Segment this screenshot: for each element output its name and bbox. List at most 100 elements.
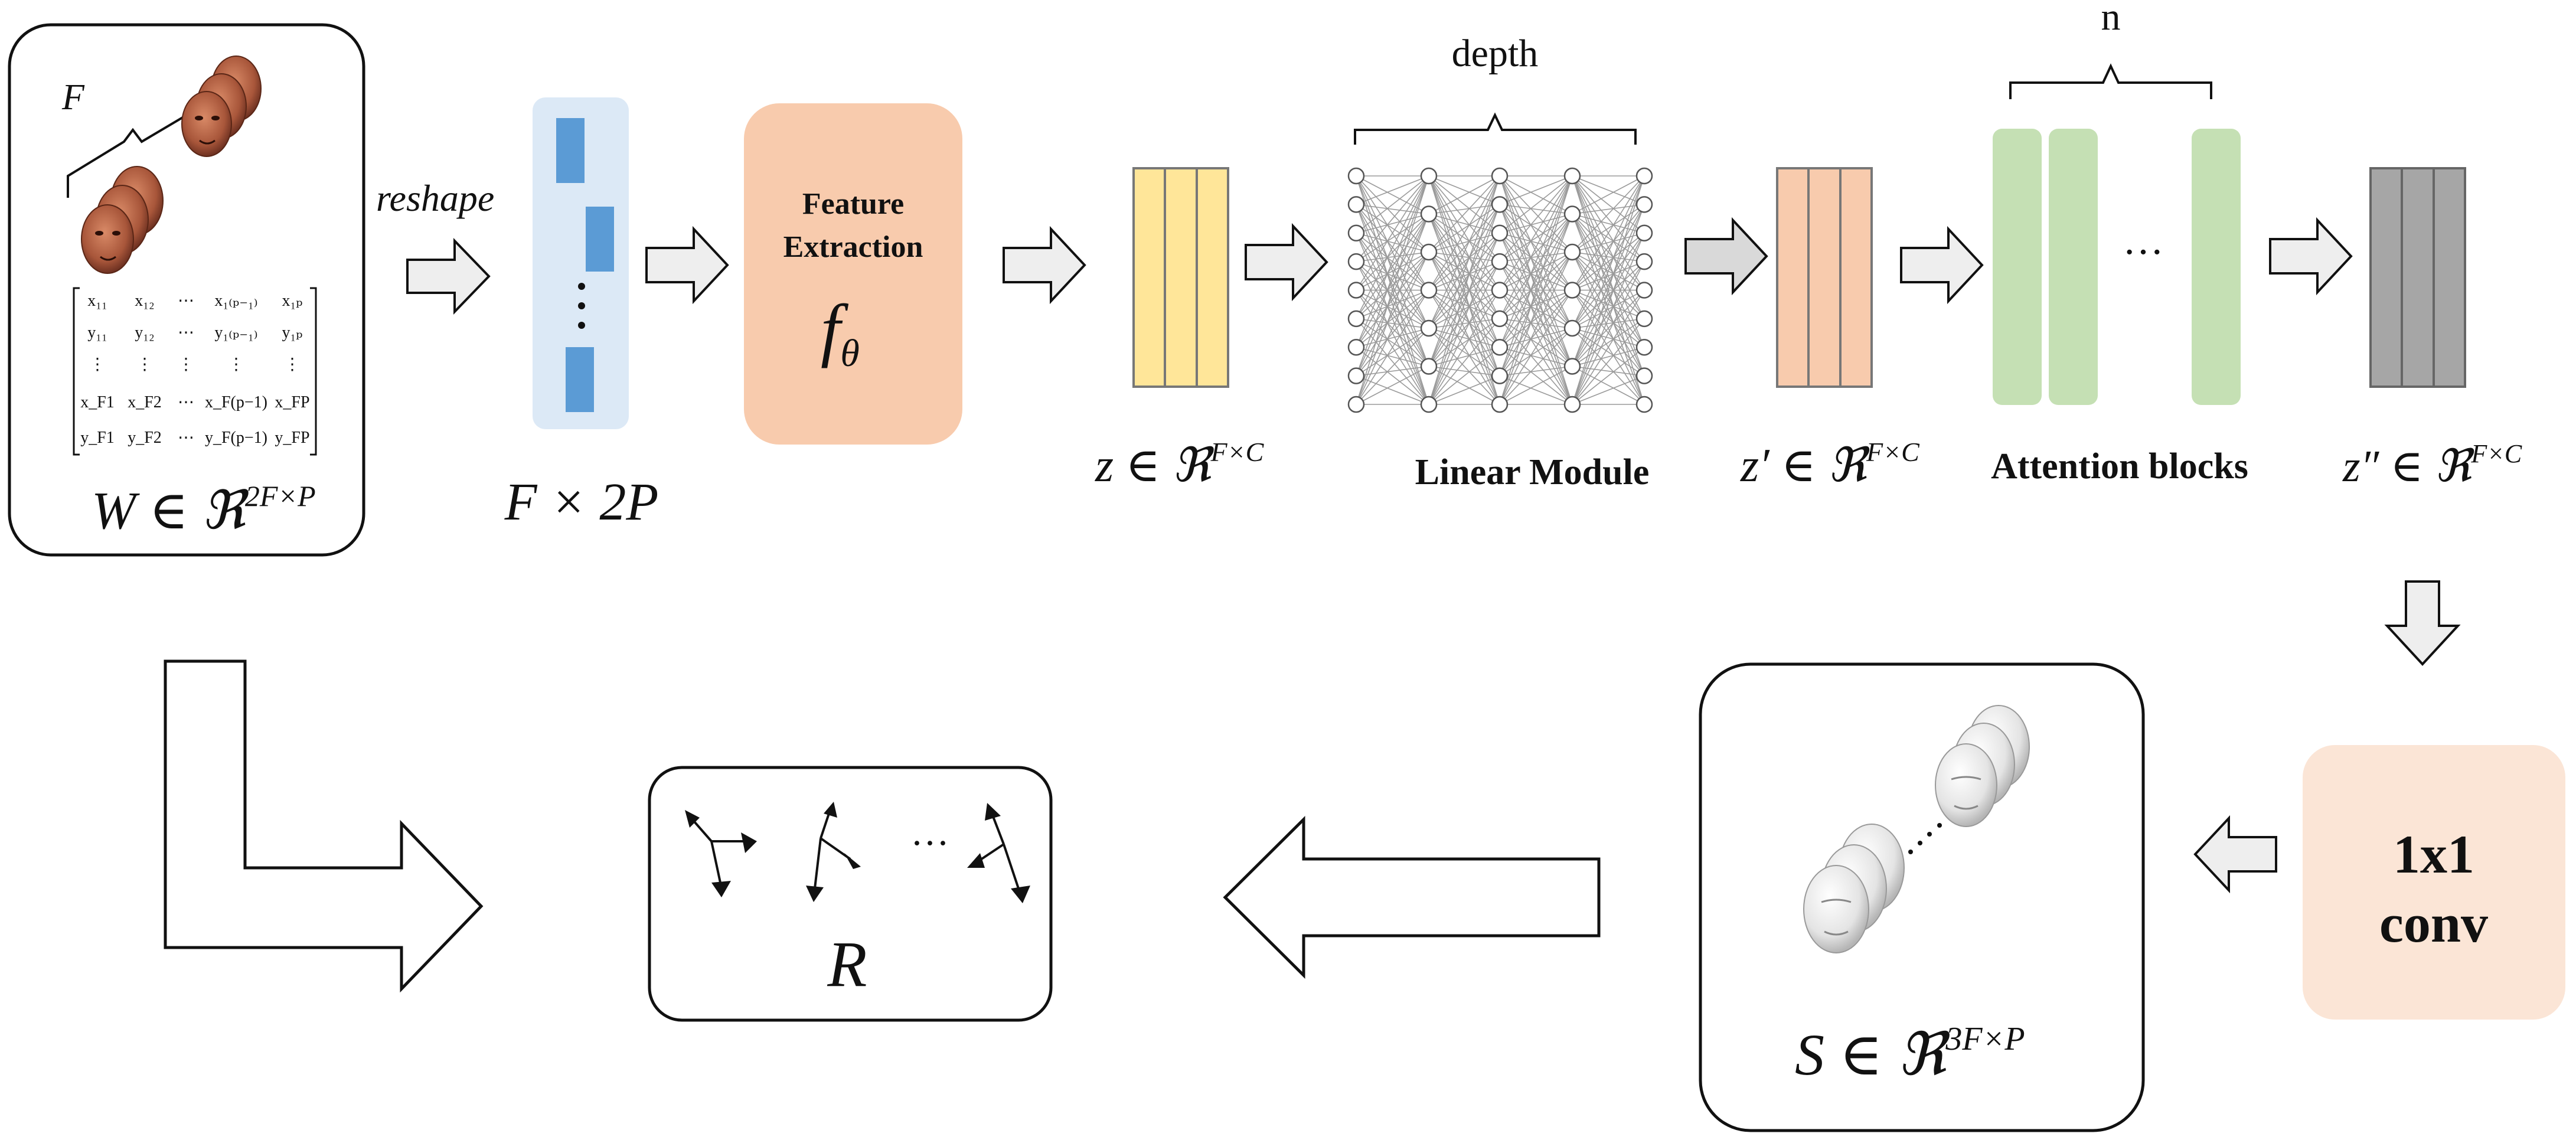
network-edge — [1499, 213, 1573, 234]
network-edge — [1572, 365, 1645, 377]
network-edge — [1428, 175, 1500, 367]
frame-count-label: F — [61, 77, 85, 117]
network-edge — [1499, 204, 1573, 215]
network-edge — [1356, 289, 1429, 348]
network-edge — [1356, 175, 1429, 215]
network-node — [1347, 224, 1365, 241]
network-node — [1347, 196, 1365, 213]
network-edge — [1572, 289, 1645, 329]
network-node — [1491, 367, 1509, 384]
network-edge — [1428, 290, 1500, 405]
network-node — [1635, 310, 1653, 328]
flow-arrow — [1900, 226, 1984, 305]
network-edge — [1428, 175, 1500, 215]
shape-caption-main: S ∈ ℜ — [1795, 1022, 1951, 1087]
network-node — [1563, 243, 1581, 261]
network-node — [1635, 339, 1653, 356]
network-edge — [1572, 175, 1645, 290]
network-node — [1491, 167, 1509, 185]
feature-extraction-symbol-sub: θ — [840, 332, 859, 375]
network-edge — [1572, 175, 1645, 215]
network-edge — [1499, 347, 1573, 405]
network-edge — [1428, 375, 1500, 405]
network-edge — [1356, 214, 1429, 376]
network-node — [1635, 167, 1653, 185]
network-node — [1491, 310, 1509, 328]
network-edge — [1356, 251, 1429, 405]
network-edge — [1499, 175, 1573, 205]
network-edge — [1356, 175, 1429, 319]
network-edge — [1428, 204, 1500, 367]
conv-label: conv — [2379, 893, 2488, 953]
matrix-cell: ⋮ — [89, 355, 106, 374]
network-edge — [1428, 175, 1500, 205]
network-edge — [1428, 232, 1500, 253]
network-edge — [1572, 318, 1645, 329]
network-edge — [1356, 347, 1429, 405]
matrix-cell: x₁ₚ — [282, 292, 303, 310]
network-edge — [1499, 328, 1573, 377]
network-edge — [1499, 175, 1573, 253]
network-edge — [1499, 318, 1573, 405]
network-edge — [1499, 213, 1573, 262]
network-edge — [1356, 251, 1429, 377]
z-double-prime-caption: z″ ∈ ℜF×C — [2342, 439, 2522, 491]
z-prime-caption-main: z′ ∈ ℜ — [1740, 440, 1870, 492]
z-double-prime-feature-block — [2369, 167, 2466, 388]
network-edge — [1572, 290, 1645, 405]
network-edge — [1428, 213, 1500, 262]
network-edge — [1572, 261, 1645, 405]
network-edge — [1356, 251, 1429, 348]
network-edge — [1428, 233, 1500, 329]
network-node — [1420, 319, 1438, 337]
network-node — [1563, 167, 1581, 185]
network-edge — [1356, 318, 1429, 367]
network-edge — [1499, 318, 1573, 329]
network-node — [1420, 243, 1438, 261]
attention-brace — [2009, 63, 2212, 99]
matrix-cell: x_F1 — [80, 393, 115, 411]
network-node — [1347, 396, 1365, 413]
rotation-axes-icon — [806, 802, 861, 902]
network-edge — [1572, 232, 1645, 253]
rotation-axes-icon — [967, 803, 1030, 903]
network-edge — [1356, 232, 1429, 253]
reshape-label: reshape — [376, 177, 494, 219]
attention-count-label: n — [2101, 0, 2121, 38]
network-edge — [1572, 204, 1645, 291]
network-edge — [1572, 375, 1645, 405]
network-edge — [1356, 251, 1429, 291]
network-edge — [1428, 233, 1500, 291]
network-edge — [1356, 175, 1429, 234]
flow-arrow — [1245, 223, 1328, 302]
depth-brace — [1354, 112, 1637, 145]
network-edge — [1572, 175, 1645, 405]
network-edge — [1356, 204, 1429, 215]
network-edge — [1572, 175, 1645, 253]
network-edge — [1428, 318, 1500, 367]
flow-arrow — [1223, 815, 1601, 979]
network-edge — [1499, 251, 1573, 348]
reshaped-token-column — [533, 97, 629, 429]
face-icon — [181, 55, 262, 157]
feature-extraction-block: Feature Extraction fθ — [744, 103, 962, 445]
input-panel: F x₁₁ x₁₂ ⋯ x₁₍ₚ₋₁₎ — [8, 23, 365, 557]
network-edge — [1572, 318, 1645, 367]
network-edge — [1499, 289, 1573, 319]
network-edge — [1428, 233, 1500, 367]
network-edge — [1356, 213, 1429, 262]
network-node — [1420, 396, 1438, 413]
network-node — [1563, 205, 1581, 223]
network-edge — [1499, 289, 1573, 348]
network-edge — [1499, 251, 1573, 405]
network-edge — [1356, 214, 1429, 319]
shape-caption: S ∈ ℜ3F×P — [1795, 1021, 2025, 1087]
reshape-caption: F × 2P — [504, 473, 659, 531]
network-node — [1420, 282, 1438, 299]
network-edge — [1428, 328, 1500, 348]
network-edge — [1428, 175, 1500, 234]
network-edge — [1572, 365, 1645, 405]
network-edge — [1572, 233, 1645, 367]
z-feature-block — [1132, 167, 1229, 388]
network-edge — [1356, 375, 1429, 405]
